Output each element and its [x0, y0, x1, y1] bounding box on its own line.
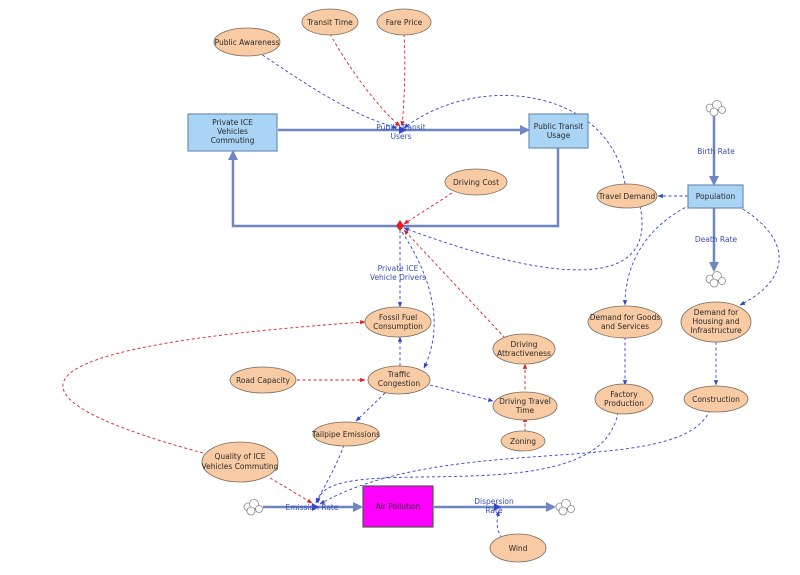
aux-demand-for-goods-and-services[interactable]: Demand for Goods and Services	[587, 305, 663, 339]
stock-label: Public Transit	[534, 122, 583, 131]
aux-driving-cost[interactable]: Driving Cost	[444, 168, 508, 196]
cloud-sink-icon	[555, 499, 575, 516]
aux-fossil-fuel-consumption[interactable]: Fossil Fuel Consumption	[364, 306, 432, 338]
link-construction-to-emission	[319, 409, 711, 505]
aux-label: Public Awareness	[215, 38, 280, 47]
stock-label: Commuting	[211, 136, 255, 145]
aux-label: Transit Time	[306, 18, 353, 27]
aux-label: Time	[515, 406, 535, 415]
link-population-to-goods	[622, 204, 691, 306]
aux-label: Construction	[692, 395, 740, 404]
aux-label: Consumption	[373, 322, 423, 331]
link-population-to-housing	[737, 205, 780, 306]
link-drivers-to-congestion	[401, 231, 435, 369]
aux-factory-production[interactable]: Factory Production	[594, 383, 654, 415]
flow-label-public-transit-users: Users	[390, 132, 411, 141]
aux-label: Vehicles Commuting	[202, 462, 279, 471]
flow-label-public-transit-users: Public Transit	[376, 123, 425, 132]
aux-label: Housing and	[693, 317, 740, 326]
stock-label: Air Pollution	[376, 502, 421, 511]
aux-label: Infrastructure	[690, 326, 742, 335]
aux-transit-time[interactable]: Transit Time	[301, 8, 359, 36]
aux-road-capacity[interactable]: Road Capacity	[229, 366, 297, 394]
flow-label-private-ice-drivers: Vehicle Drivers	[370, 273, 426, 282]
stock-label: Vehicles	[217, 127, 248, 136]
stock-air-pollution[interactable]: Air Pollution	[362, 485, 434, 528]
flow-label-birth-rate: Birth Rate	[697, 147, 735, 156]
link-transit-time	[329, 33, 401, 127]
link-tailpipe-to-emission	[315, 444, 345, 504]
link-public-awareness	[257, 51, 398, 129]
aux-tailpipe-emissions[interactable]: Tailpipe Emissions	[311, 421, 380, 447]
aux-label: Wind	[509, 544, 528, 553]
stock-label: Private ICE	[212, 118, 253, 127]
link-travel-demand-to-transit	[403, 95, 626, 185]
stock-population[interactable]: Population	[687, 184, 744, 209]
aux-label: Zoning	[510, 437, 536, 446]
aux-public-awareness[interactable]: Public Awareness	[213, 27, 281, 57]
link-travel-demand-to-drivers	[403, 205, 643, 271]
aux-quality-of-ice-vehicles-commuting[interactable]: Quality of ICE Vehicles Commuting	[202, 441, 279, 483]
flow-label-death-rate: Death Rate	[695, 235, 738, 244]
aux-label: Fare Price	[386, 18, 423, 27]
flow-private-ice-drivers	[228, 148, 560, 228]
cloud-sink-icon	[705, 271, 726, 288]
aux-label: Production	[604, 399, 644, 408]
link-driving-attractiveness	[403, 229, 506, 339]
aux-zoning[interactable]: Zoning	[500, 430, 546, 452]
aux-label: Driving Travel	[499, 397, 551, 406]
stock-private-ice-vehicles-commuting[interactable]: Private ICE Vehicles Commuting	[187, 113, 278, 152]
aux-label: Factory	[610, 390, 638, 399]
link-wind	[495, 510, 503, 539]
link-congestion-to-travel-time	[429, 384, 494, 402]
link-congestion-to-tailpipe	[355, 392, 386, 422]
flow-label-emission-rate: Emission Rate	[286, 503, 339, 512]
aux-fare-price[interactable]: Fare Price	[376, 8, 432, 36]
aux-wind[interactable]: Wind	[489, 533, 547, 563]
aux-driving-travel-time[interactable]: Driving Travel Time	[492, 391, 558, 421]
aux-label: Driving Cost	[453, 178, 499, 187]
aux-construction[interactable]: Construction	[683, 385, 749, 413]
valve-dispersion-rate	[494, 503, 501, 511]
aux-traffic-congestion[interactable]: Traffic Congestion	[367, 365, 431, 395]
flow-label-dispersion-rate: Rate	[485, 506, 503, 515]
stock-label: Usage	[547, 131, 571, 140]
stock-public-transit-usage[interactable]: Public Transit Usage	[528, 113, 589, 149]
link-fare-price	[400, 33, 406, 127]
aux-label: Driving	[511, 340, 538, 349]
aux-driving-attractiveness[interactable]: Driving Attractiveness	[492, 333, 556, 365]
aux-label: Demand for Goods	[590, 313, 661, 322]
aux-demand-for-housing-and-infrastructure[interactable]: Demand for Housing and Infrastructure	[680, 301, 752, 343]
valve-public-transit-users	[399, 126, 407, 134]
valve-private-ice-drivers	[396, 220, 404, 231]
aux-label: Quality of ICE	[215, 452, 266, 461]
aux-label: Traffic	[387, 370, 411, 379]
link-quality-to-fossil-fuel	[62, 320, 366, 454]
aux-label: Attractiveness	[497, 349, 551, 358]
aux-label: Road Capacity	[236, 376, 291, 385]
link-driving-cost	[403, 192, 453, 225]
flow-label-private-ice-drivers: Private ICE	[378, 264, 419, 273]
aux-label: Demand for	[694, 308, 739, 317]
cloud-source-icon	[243, 499, 263, 516]
stock-label: Population	[696, 192, 736, 201]
link-quality-to-emission	[269, 477, 313, 504]
aux-label: Travel Demand	[598, 192, 656, 201]
aux-label: and Services	[601, 322, 649, 331]
cloud-source-icon	[705, 100, 726, 117]
valve-emission-rate	[312, 503, 319, 511]
aux-label: Tailpipe Emissions	[311, 430, 380, 439]
flow-label-dispersion-rate: Dispersion	[474, 497, 514, 506]
aux-label: Fossil Fuel	[379, 313, 417, 322]
link-factory-to-emission	[316, 411, 619, 504]
aux-label: Congestion	[378, 379, 420, 388]
aux-travel-demand[interactable]: Travel Demand	[596, 183, 658, 209]
